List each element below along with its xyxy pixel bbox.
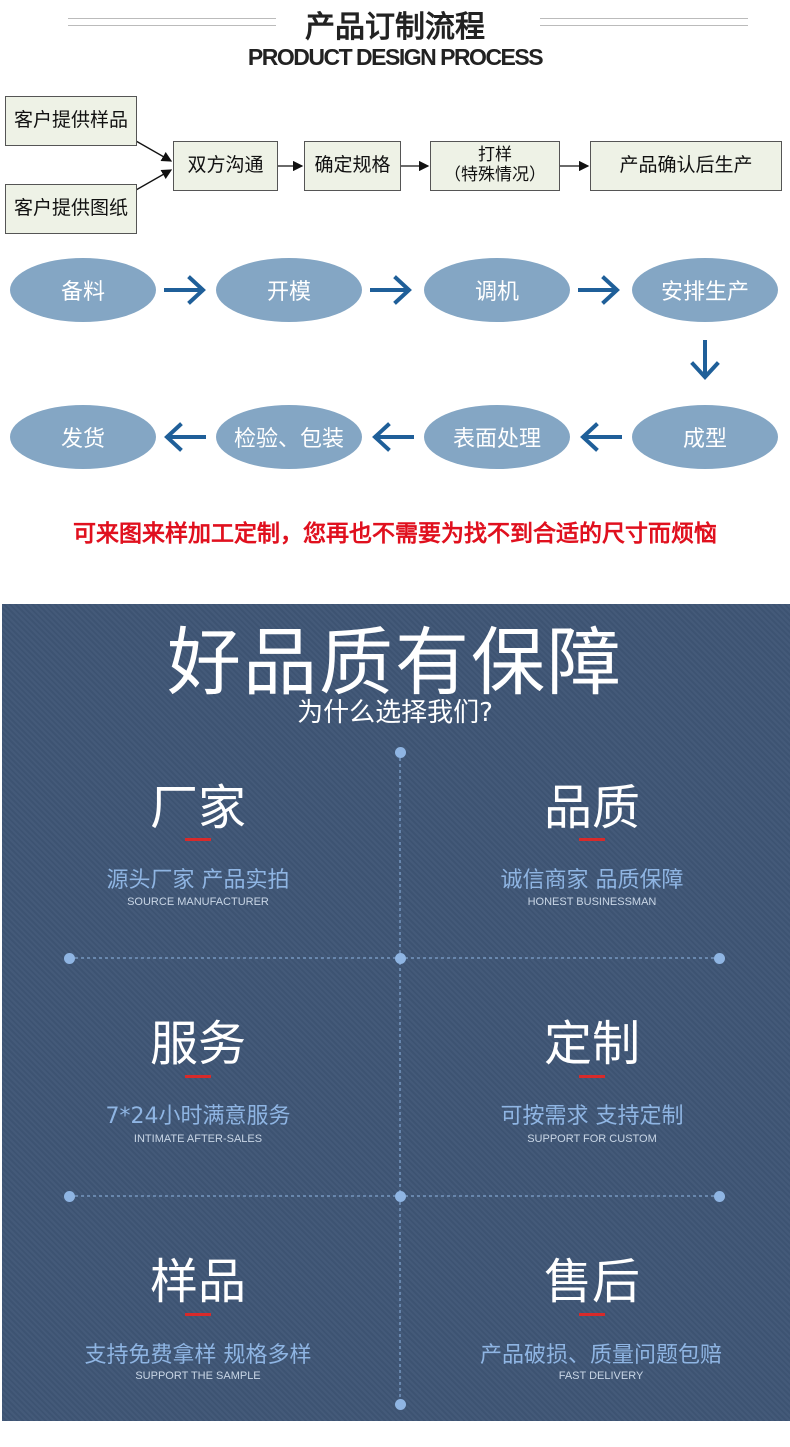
- grid-dot: [395, 1399, 406, 1410]
- grid-dot: [714, 953, 725, 964]
- step-debug: 调机: [424, 258, 570, 322]
- cell-service-en: INTIMATE AFTER-SALES: [133, 1133, 263, 1145]
- arrow-left-icon: [580, 422, 622, 452]
- step-mold-label: 开模: [266, 280, 311, 305]
- cell-aftersales-en: FAST DELIVERY: [558, 1370, 644, 1382]
- flow-box-proof: 打样 （特殊情况）: [430, 141, 560, 191]
- arrow-down-icon: [690, 340, 720, 380]
- step-surface-label: 表面处理: [452, 427, 541, 452]
- tagline: 可来图来样加工定制，您再也不需要为找不到合适的尺寸而烦恼: [73, 521, 717, 547]
- cell-custom-accent: [579, 1075, 605, 1078]
- step-debug-label: 调机: [474, 280, 519, 305]
- cell-manufacturer-accent: [185, 838, 211, 841]
- flow-connectors: [135, 140, 590, 191]
- quality-panel: [2, 604, 790, 1421]
- flow-box-confirm: 确定规格: [304, 141, 401, 191]
- flow-box-produce-label: 产品确认后生产: [619, 154, 753, 177]
- step-schedule: 安排生产: [632, 258, 778, 322]
- header-rule-right: [540, 18, 748, 26]
- step-prepare-label: 备料: [60, 280, 105, 305]
- header-rule-left: [68, 18, 276, 26]
- cell-manufacturer-text: 源头厂家 产品实拍: [106, 868, 290, 893]
- step-forming: 成型: [632, 405, 778, 469]
- step-arrows: [164, 275, 720, 452]
- step-ship: 发货: [10, 405, 156, 469]
- arrow-left-icon: [372, 422, 414, 452]
- cell-sample-heading: 样品: [149, 1254, 246, 1310]
- flow-box-communicate-label: 双方沟通: [187, 154, 264, 177]
- step-surface: 表面处理: [424, 405, 570, 469]
- cell-custom-heading: 定制: [543, 1016, 640, 1072]
- step-forming-label: 成型: [682, 427, 727, 452]
- step-mold: 开模: [216, 258, 362, 322]
- flow-box-proof-line2: （特殊情况）: [444, 165, 546, 185]
- quality-title: 好品质有保障: [167, 620, 623, 706]
- cell-aftersales-accent: [579, 1313, 605, 1316]
- cell-quality-heading: 品质: [543, 780, 640, 836]
- flow-box-drawing: 客户提供图纸: [5, 184, 137, 234]
- flow-box-sample-label: 客户提供样品: [13, 109, 128, 132]
- cell-sample-en: SUPPORT THE SAMPLE: [135, 1370, 261, 1382]
- flow-box-proof-line1: 打样: [478, 145, 512, 166]
- grid-dot: [64, 953, 75, 964]
- step-inspect-pack-label: 检验、包装: [233, 427, 344, 452]
- grid-dot: [395, 1191, 406, 1202]
- cell-service-heading: 服务: [149, 1016, 246, 1072]
- cell-quality-accent: [579, 838, 605, 841]
- cell-aftersales-text: 产品破损、质量问题包赔: [479, 1343, 722, 1368]
- arrow-left-icon: [164, 422, 206, 452]
- flow-box-confirm-label: 确定规格: [314, 154, 391, 177]
- cell-custom-text: 可按需求 支持定制: [500, 1104, 684, 1129]
- step-inspect-pack: 检验、包装: [216, 405, 362, 469]
- step-prepare: 备料: [10, 258, 156, 322]
- quality-subtitle: 为什么选择我们?: [297, 698, 493, 728]
- cell-manufacturer-heading: 厂家: [149, 780, 246, 836]
- flow-box-produce: 产品确认后生产: [590, 141, 782, 191]
- cell-service-accent: [185, 1075, 211, 1078]
- arrow-right-icon: [164, 275, 206, 305]
- cell-aftersales-heading: 售后: [543, 1254, 640, 1310]
- cell-sample-accent: [185, 1313, 211, 1316]
- flow-box-sample: 客户提供样品: [5, 96, 137, 146]
- page-title: 产品订制流程: [305, 10, 485, 45]
- cell-sample-text: 支持免费拿样 规格多样: [84, 1343, 312, 1368]
- arrow-right-icon: [370, 275, 412, 305]
- step-schedule-label: 安排生产: [660, 280, 749, 305]
- cell-quality-text: 诚信商家 品质保障: [500, 868, 684, 893]
- cell-quality-en: HONEST BUSINESSMAN: [527, 896, 657, 908]
- cell-manufacturer-en: SOURCE MANUFACTURER: [127, 896, 269, 908]
- flow-box-communicate: 双方沟通: [173, 141, 278, 191]
- arrow-right-icon: [578, 275, 620, 305]
- grid-dot: [395, 747, 406, 758]
- cell-service-text: 7*24小时满意服务: [105, 1104, 291, 1129]
- flow-box-drawing-label: 客户提供图纸: [13, 197, 128, 220]
- step-ship-label: 发货: [60, 427, 105, 452]
- grid-dot: [714, 1191, 725, 1202]
- grid-dot: [395, 953, 406, 964]
- cell-custom-en: SUPPORT FOR CUSTOM: [527, 1133, 657, 1145]
- page-subtitle: PRODUCT DESIGN PROCESS: [247, 44, 544, 70]
- grid-dot: [64, 1191, 75, 1202]
